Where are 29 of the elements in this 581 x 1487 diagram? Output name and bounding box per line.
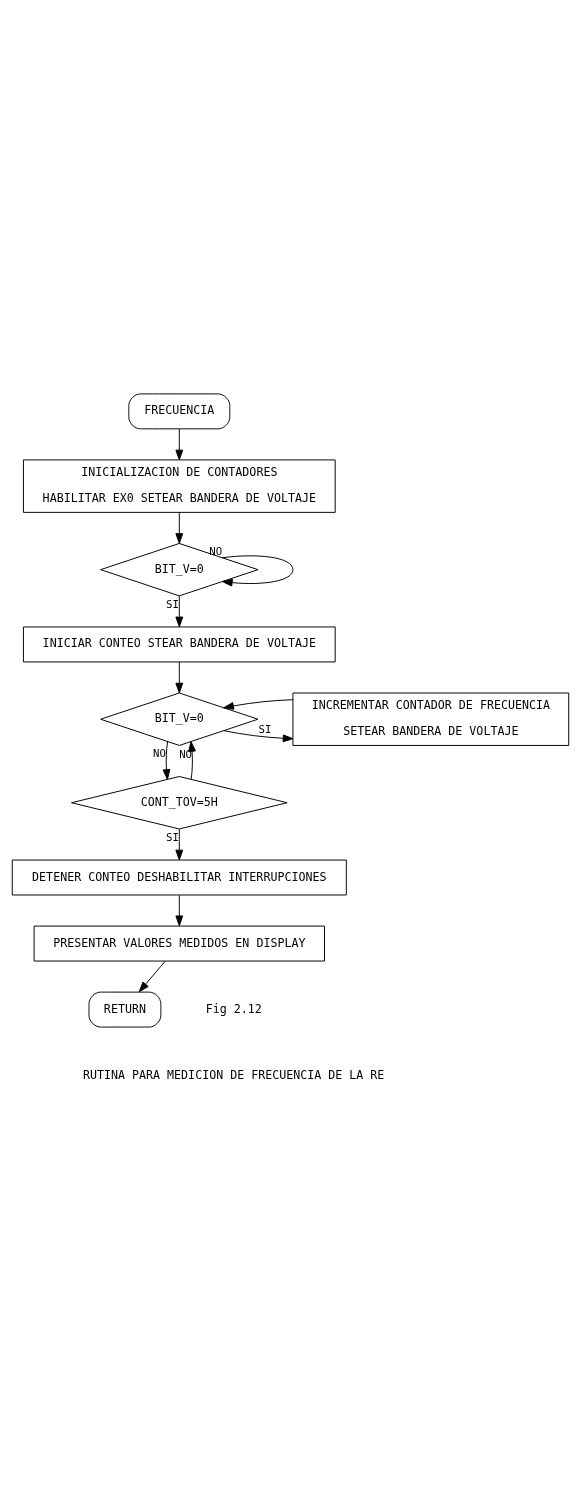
arrow — [175, 512, 184, 544]
arrow — [221, 555, 294, 587]
label: Fig 2.12 — [205, 1001, 262, 1016]
node-box: PRESENTAR VALORES MEDIDOS EN DISPLAY — [33, 925, 325, 962]
arrow — [223, 730, 294, 743]
arrow — [175, 595, 184, 628]
node-box: FRECUENCIA — [128, 393, 231, 430]
arrow — [175, 828, 184, 861]
edge-label: SI — [166, 598, 179, 612]
edge-label: SI — [166, 831, 179, 845]
node-box: INICIALIZACION DE CONTADORES HABILITAR EX0 SETEAR BANDERA DE VOLTAJE — [22, 459, 336, 513]
arrow — [138, 960, 166, 993]
arrow — [162, 741, 171, 780]
node-diamond: CONT_TOV=5H — [71, 776, 288, 830]
node-diamond: BIT_V=0 — [100, 692, 259, 746]
label: RUTINA PARA MEDICION DE FRECUENCIA DE LA RE — [83, 1067, 385, 1082]
arrow — [175, 661, 184, 694]
arrow — [175, 428, 184, 461]
edge-label: SI — [258, 723, 272, 737]
node-box: INCREMENTAR CONTADOR DE FRECUENCIA SETEAR BANDERA DE VOLTAJE — [292, 692, 570, 746]
node-box: INICIAR CONTEO STEAR BANDERA DE VOLTAJE — [22, 626, 336, 663]
arrow — [175, 894, 184, 927]
arrow — [223, 699, 294, 710]
node-box: DETENER CONTEO DESHABILITAR INTERRUPCIONES — [11, 859, 347, 896]
edge-label: NO — [209, 544, 223, 558]
arrow — [188, 741, 196, 780]
edge-label: NO — [152, 747, 166, 761]
node-box: RETURN — [88, 991, 162, 1028]
edge-label: NO — [179, 747, 193, 761]
